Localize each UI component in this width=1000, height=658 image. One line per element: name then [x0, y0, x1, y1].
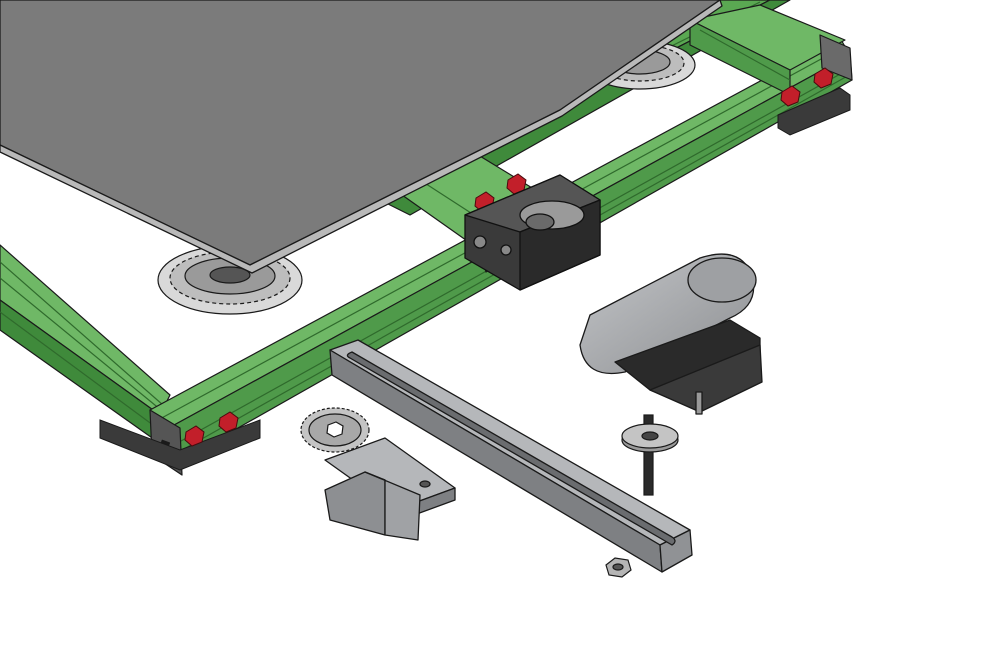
bed-plate	[0, 0, 723, 274]
t-nut-icon	[813, 67, 834, 89]
t-nut-icon	[780, 85, 801, 107]
t-nut-icon	[184, 425, 205, 447]
slotted-arm	[329, 339, 693, 573]
motor-housing	[579, 253, 763, 415]
hex-nut	[605, 557, 632, 578]
frame-feet	[99, 87, 851, 471]
t-nut-icon	[218, 411, 239, 433]
center-bracket	[464, 174, 601, 291]
front-right-endcap	[819, 34, 853, 81]
left-rail	[0, 244, 171, 441]
sprocket-mount	[324, 437, 456, 541]
shaft-spacer	[621, 414, 679, 496]
drive-sprocket	[300, 407, 370, 453]
